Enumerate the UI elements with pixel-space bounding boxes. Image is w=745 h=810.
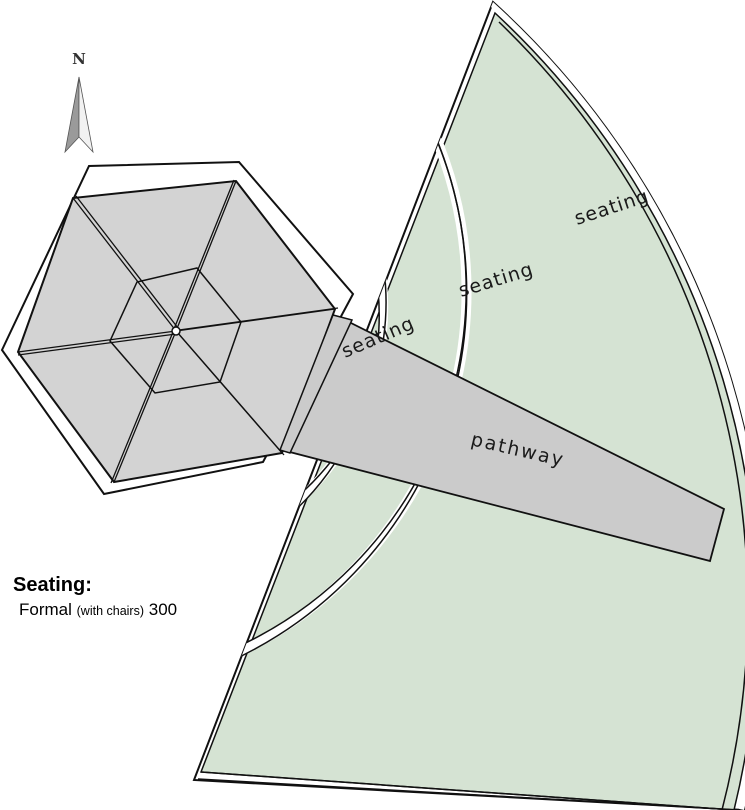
legend-note: (with chairs): [76, 604, 145, 618]
north-arrow-icon: N: [64, 50, 94, 154]
hexagon-pavilion: [0, 160, 355, 496]
legend-line: Formal (with chairs) 300: [19, 600, 177, 620]
legend-count: 300: [148, 600, 178, 619]
north-label: N: [72, 50, 86, 68]
roof-ribs-inner: [17, 179, 339, 484]
bottom-double-line: [200, 771, 735, 810]
legend-title: Seating:: [13, 574, 92, 596]
pavilion-inner-ring: [109, 267, 242, 394]
seating-legend: Seating: Formal (with chairs) 300: [13, 574, 177, 620]
aisle-ring-3: [489, 2, 745, 810]
pathway: [279, 314, 726, 563]
pavilion-center-post: [171, 326, 181, 336]
outer-double-line: [498, 21, 745, 810]
bottom-double-line-2: [197, 778, 741, 810]
legend-seating-type: Formal: [19, 600, 72, 619]
